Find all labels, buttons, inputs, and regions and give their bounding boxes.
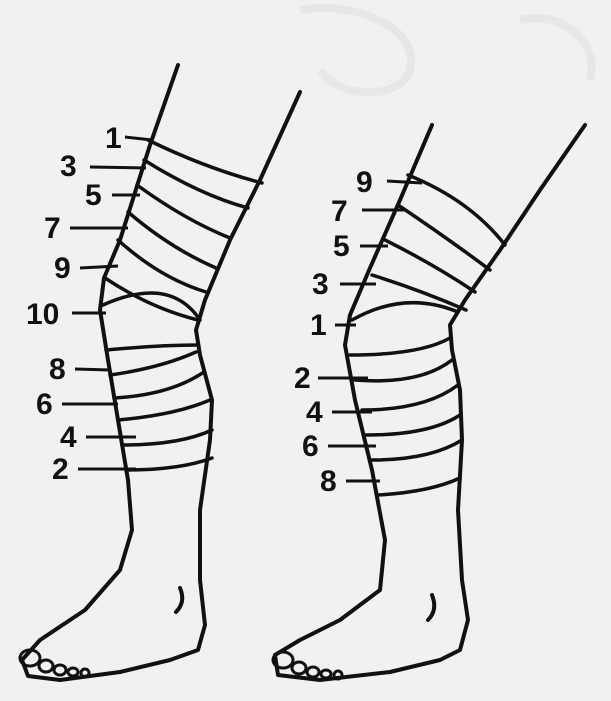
right-label-1: 1	[310, 309, 327, 342]
left-label-5: 5	[85, 179, 102, 212]
left-label-1: 1	[105, 122, 122, 155]
left-label-6: 6	[36, 388, 53, 421]
right-label-8: 8	[320, 465, 337, 498]
left-label-8: 8	[49, 353, 66, 386]
left-label-10: 10	[26, 298, 59, 331]
left-label-7: 7	[44, 212, 61, 245]
left-bandage-turns	[103, 140, 262, 470]
left-label-4: 4	[60, 421, 77, 454]
right-label-3: 3	[312, 268, 329, 301]
right-label-5: 5	[333, 230, 350, 263]
background-bleed-through	[300, 8, 592, 92]
left-label-9: 9	[54, 252, 71, 285]
left-ankle-mark	[176, 588, 182, 612]
right-label-4: 4	[306, 396, 323, 429]
right-ankle-mark	[428, 595, 434, 620]
right-leg-figure: 9 7 5 3 1 2 4 6 8	[273, 125, 585, 680]
left-toes	[20, 650, 89, 677]
right-label-9: 9	[356, 166, 373, 199]
left-label-2: 2	[52, 453, 69, 486]
right-label-6: 6	[302, 430, 319, 463]
left-leg-figure: 1 3 5 7 9 10 8 6 4 2	[20, 65, 300, 680]
right-labels: 9 7 5 3 1 2 4 6 8	[294, 166, 373, 498]
right-label-7: 7	[331, 195, 348, 228]
right-label-2: 2	[294, 362, 311, 395]
left-label-3: 3	[60, 150, 77, 183]
